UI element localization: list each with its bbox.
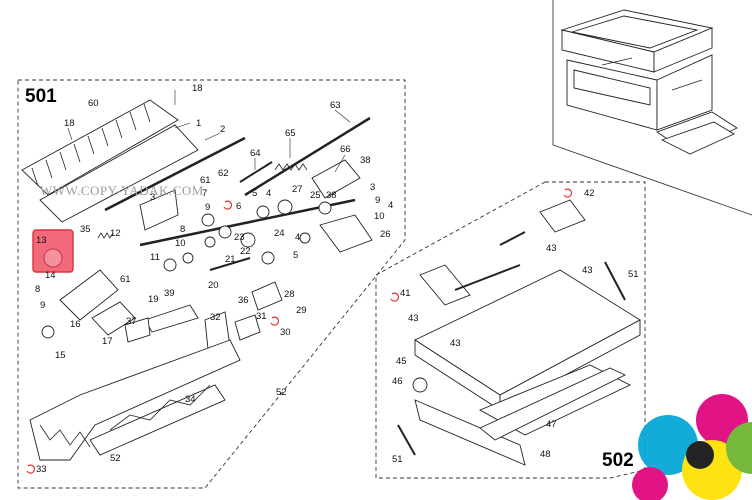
callout-62: 62 xyxy=(218,168,229,179)
callout-9-left: 9 xyxy=(40,300,45,311)
callout-9: 9 xyxy=(205,202,210,213)
callout-30: 30 xyxy=(280,327,291,338)
callout-19: 19 xyxy=(148,294,159,305)
callout-65: 65 xyxy=(285,128,296,139)
callout-61-mid: 61 xyxy=(120,274,131,285)
callout-63: 63 xyxy=(330,100,341,111)
callout-48: 48 xyxy=(540,449,551,460)
callout-38-mid: 38 xyxy=(326,190,337,201)
highlighted-part-13 xyxy=(32,229,74,273)
callout-23: 23 xyxy=(234,232,245,243)
callout-3-right: 3 xyxy=(370,182,375,193)
callout-6: 6 xyxy=(236,201,241,212)
callout-14: 14 xyxy=(45,270,56,281)
callout-52-bottom: 52 xyxy=(110,453,121,464)
callout-47: 47 xyxy=(546,419,557,430)
callout-31: 31 xyxy=(256,311,267,322)
callout-61-top: 61 xyxy=(200,175,211,186)
callout-28: 28 xyxy=(284,289,295,300)
callout-32: 32 xyxy=(210,312,221,323)
callout-13: 13 xyxy=(36,235,47,246)
callout-25: 25 xyxy=(310,190,321,201)
callout-43-a: 43 xyxy=(546,243,557,254)
callout-8: 8 xyxy=(180,224,185,235)
part-shapes-501 xyxy=(21,99,428,461)
callout-43-c: 43 xyxy=(408,313,419,324)
callout-46: 46 xyxy=(392,376,403,387)
callout-15: 15 xyxy=(55,350,66,361)
callout-12: 12 xyxy=(110,228,121,239)
group-501-label: 501 xyxy=(25,86,57,107)
callout-1: 1 xyxy=(196,118,201,129)
callout-4-mid: 4 xyxy=(295,232,300,243)
group-501-outline xyxy=(17,79,406,489)
callout-37: 37 xyxy=(126,316,137,327)
callout-10-right: 10 xyxy=(374,211,385,222)
callout-3: 3 xyxy=(150,192,155,203)
callout-26: 26 xyxy=(380,229,391,240)
callout-20: 20 xyxy=(208,280,219,291)
callout-18: 18 xyxy=(192,83,203,94)
callout-5-mid: 5 xyxy=(293,250,298,261)
watermark-text: WWW.COPY-YADAK.COM xyxy=(40,183,204,198)
callout-51-right: 51 xyxy=(628,269,639,280)
callout-4-top: 4 xyxy=(266,188,271,199)
callout-36: 36 xyxy=(238,295,249,306)
machine-thumbnail xyxy=(552,0,752,216)
callout-9-right: 9 xyxy=(375,195,380,206)
callout-34: 34 xyxy=(185,394,196,405)
rotate-markers xyxy=(26,188,573,474)
callout-10: 10 xyxy=(175,238,186,249)
callout-35: 35 xyxy=(80,224,91,235)
callout-45: 45 xyxy=(396,356,407,367)
callout-11: 11 xyxy=(150,252,160,263)
callout-8-left: 8 xyxy=(35,284,40,295)
callout-38-top: 38 xyxy=(360,155,371,166)
callout-22: 22 xyxy=(240,246,251,257)
part-shapes-502 xyxy=(397,199,641,466)
callout-labels: 18 60 1 2 63 65 64 66 18 62 61 38 3 7 9 … xyxy=(35,83,639,475)
callout-18-left: 18 xyxy=(64,118,75,129)
callout-2: 2 xyxy=(220,124,225,135)
callout-51-left: 51 xyxy=(392,454,403,465)
callout-16: 16 xyxy=(70,319,81,330)
callout-5-top: 5 xyxy=(252,188,257,199)
leader-lines xyxy=(67,90,351,173)
callout-27: 27 xyxy=(292,184,303,195)
callout-42: 42 xyxy=(584,188,595,199)
callout-43-b: 43 xyxy=(582,265,593,276)
callout-33: 33 xyxy=(36,464,47,475)
corner-color-decoration xyxy=(632,394,752,500)
callout-29: 29 xyxy=(296,305,307,316)
group-502-label: 502 xyxy=(602,450,634,471)
callout-66: 66 xyxy=(340,144,351,155)
callout-7: 7 xyxy=(202,188,207,199)
callout-41: 41 xyxy=(400,288,411,299)
group-502-outline xyxy=(375,181,646,479)
callout-52-mid: 52 xyxy=(276,387,287,398)
callout-39: 39 xyxy=(164,288,175,299)
callout-24: 24 xyxy=(274,228,285,239)
callout-43-d: 43 xyxy=(450,338,461,349)
callout-17: 17 xyxy=(102,336,113,347)
callout-4-right: 4 xyxy=(388,200,393,211)
callout-21: 21 xyxy=(225,254,236,265)
callout-64: 64 xyxy=(250,148,261,159)
callout-60: 60 xyxy=(88,98,99,109)
